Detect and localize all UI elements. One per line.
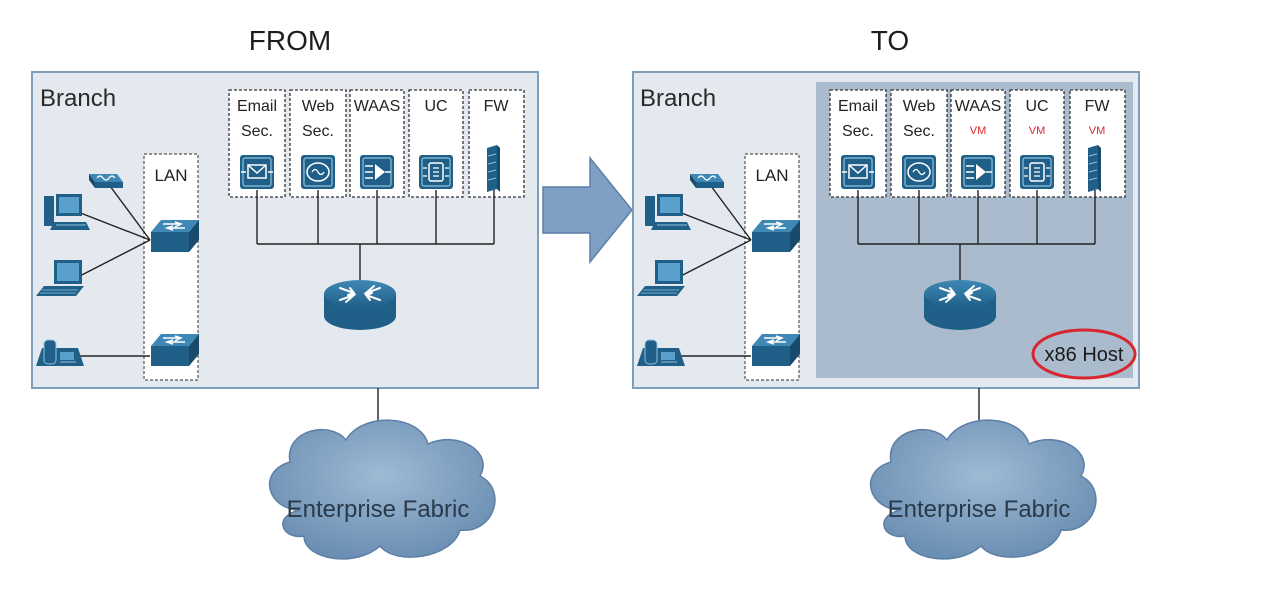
- enterprise-fabric-cloud: Enterprise Fabric: [869, 419, 1097, 560]
- service-label-line1: FW: [484, 98, 510, 115]
- to-panel: Branch LAN Email Sec.: [632, 71, 1140, 560]
- branch-label: Branch: [640, 85, 716, 112]
- to-heading: TO: [871, 25, 909, 56]
- service-label-line1: UC: [424, 98, 447, 115]
- service-label-line1: Web: [903, 98, 936, 115]
- waas-icon: [359, 154, 395, 190]
- service-bus: [256, 190, 495, 282]
- service-label-line1: Web: [302, 98, 335, 115]
- service-label-line2: Sec.: [302, 123, 334, 140]
- lan-switch-icon: [150, 219, 200, 253]
- from-panel: Branch LAN Email Sec.: [31, 71, 539, 560]
- web-security-icon: [300, 154, 336, 190]
- lan-links: [672, 185, 752, 357]
- service-label-line1: Email: [237, 98, 277, 115]
- lan-label: LAN: [154, 166, 187, 185]
- router-icon: [323, 279, 397, 331]
- firewall-icon: [487, 145, 500, 192]
- vm-label: VM: [1029, 125, 1046, 137]
- email-security-icon: [239, 154, 275, 190]
- from-heading: FROM: [249, 25, 331, 56]
- cloud-label: Enterprise Fabric: [287, 496, 470, 523]
- service-modules: Email Sec. Web Sec.: [829, 89, 1126, 198]
- waas-icon: [960, 154, 996, 190]
- service-waas: WAAS: [349, 89, 405, 198]
- transition-arrow: [542, 155, 633, 265]
- service-label-line2: Sec.: [241, 123, 273, 140]
- uc-icon: [1019, 154, 1055, 190]
- service-label-line1: FW: [1085, 98, 1111, 115]
- service-web-security: Web Sec.: [890, 89, 948, 198]
- vm-label: VM: [970, 125, 987, 137]
- lan-label: LAN: [755, 166, 788, 185]
- uc-icon: [418, 154, 454, 190]
- service-label-line2: Sec.: [903, 123, 935, 140]
- service-firewall: FW: [468, 89, 525, 198]
- router-icon: [923, 279, 997, 331]
- lan-switch-icon: [751, 219, 801, 253]
- service-email-security: Email Sec.: [829, 89, 887, 198]
- access-point-icon: [689, 173, 725, 189]
- service-modules: Email Sec. Web Sec.: [228, 89, 525, 198]
- service-label-line1: Email: [838, 98, 878, 115]
- access-point-icon: [88, 173, 124, 189]
- service-uc: UC VM: [1009, 89, 1065, 198]
- service-label-line1: WAAS: [955, 98, 1002, 115]
- enterprise-fabric-cloud: Enterprise Fabric: [268, 419, 496, 560]
- lan-switch-icon: [751, 333, 801, 367]
- service-uc: UC: [408, 89, 464, 198]
- x86-host-label: x86 Host: [1045, 344, 1124, 366]
- cloud-label: Enterprise Fabric: [888, 496, 1071, 523]
- lan-switch-icon: [150, 333, 200, 367]
- service-label-line1: UC: [1025, 98, 1048, 115]
- service-bus: [857, 190, 1096, 282]
- web-security-icon: [901, 154, 937, 190]
- email-security-icon: [840, 154, 876, 190]
- vm-label: VM: [1089, 125, 1106, 137]
- service-waas: WAAS VM: [950, 89, 1006, 198]
- service-label-line2: Sec.: [842, 123, 874, 140]
- x86-host-highlight: [1031, 328, 1137, 380]
- branch-label: Branch: [40, 85, 116, 112]
- service-email-security: Email Sec.: [228, 89, 286, 198]
- lan-links: [71, 185, 151, 357]
- service-web-security: Web Sec.: [289, 89, 347, 198]
- service-firewall: FW VM: [1069, 89, 1126, 198]
- firewall-icon: [1088, 145, 1101, 192]
- service-label-line1: WAAS: [354, 98, 401, 115]
